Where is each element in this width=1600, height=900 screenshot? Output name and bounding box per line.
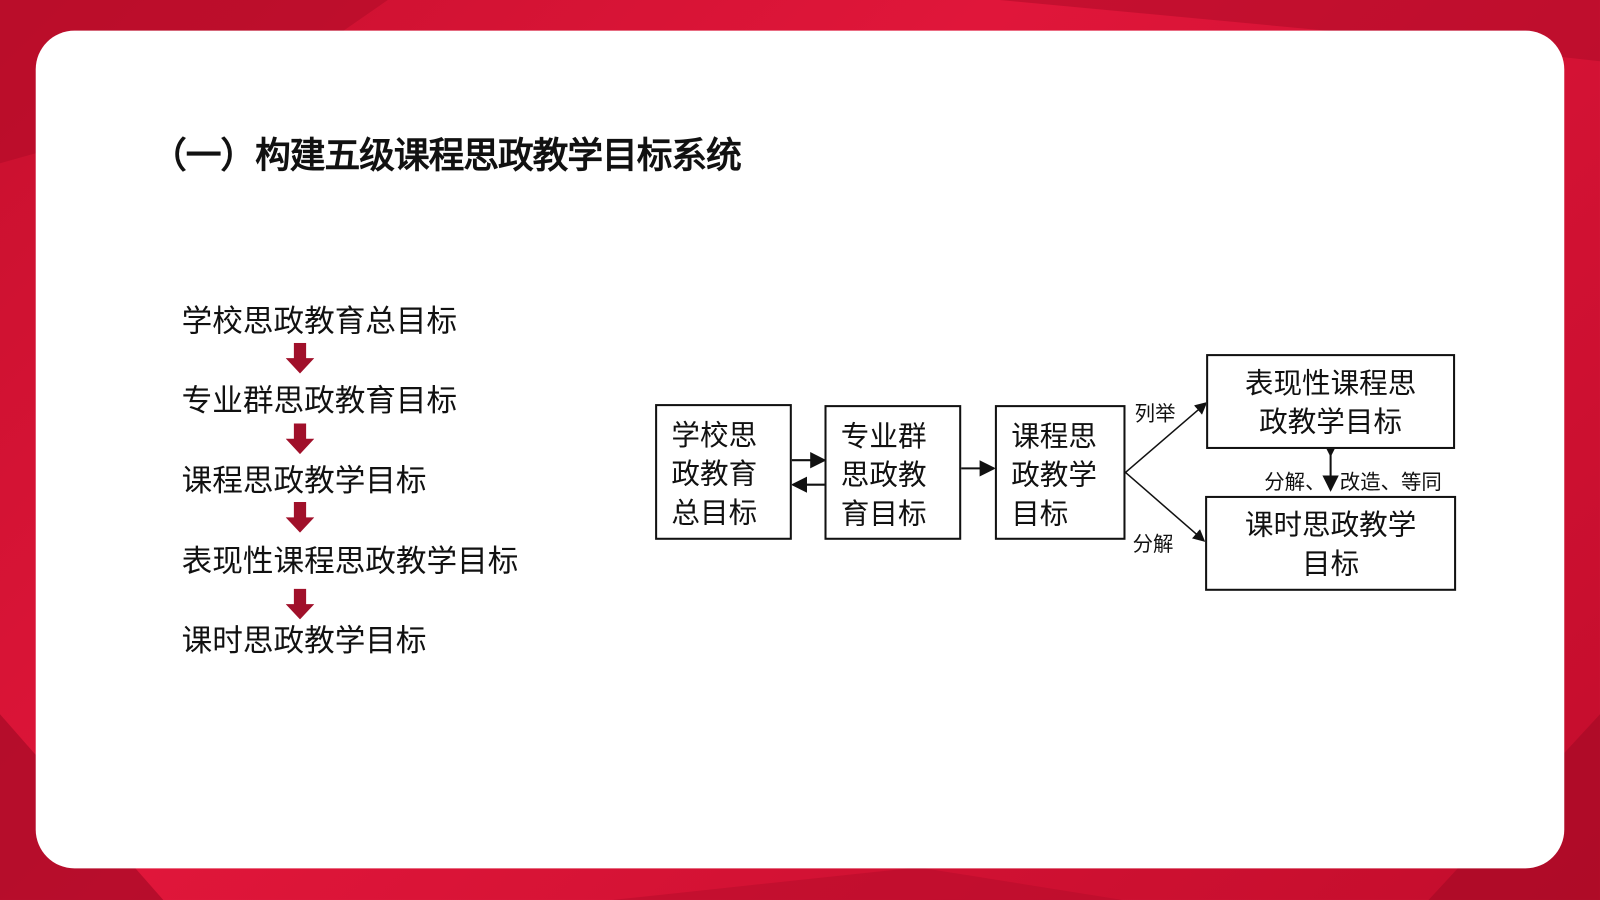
box-text: 政教学目标 xyxy=(1259,405,1403,439)
box-text: 表现性课程思 xyxy=(1244,366,1417,400)
box-text: 课时思政教学 xyxy=(1244,508,1417,542)
label-relation-right: 改造、等同 xyxy=(1339,469,1442,494)
level-2: 专业群思政教育目标 xyxy=(181,383,458,420)
box-text: 总目标 xyxy=(671,495,758,530)
down-arrow-icon xyxy=(285,423,315,455)
box-text: 课程思 xyxy=(1011,419,1097,454)
box-text: 政教学 xyxy=(1011,458,1097,492)
label-relation-left: 分解、 xyxy=(1264,469,1326,494)
box-lesson-goal: 课时思政教学目标 xyxy=(1205,495,1457,591)
box-school-goal: 学校思政教育总目标 xyxy=(655,404,792,540)
box-text: 政教育 xyxy=(671,457,758,491)
label-enumerate: 列举 xyxy=(1134,401,1176,426)
level-1: 学校思政教育总目标 xyxy=(181,304,458,340)
arrow-decompose xyxy=(1124,471,1206,542)
box-performance-goal: 表现性课程思政教学目标 xyxy=(1206,354,1456,449)
box-major-goal: 专业群思政教育目标 xyxy=(824,405,962,540)
box-text: 思政教 xyxy=(840,458,927,492)
down-arrow-icon xyxy=(285,502,315,533)
box-text: 目标 xyxy=(1302,546,1360,581)
arrow-enumerate xyxy=(1125,402,1208,474)
box-text: 专业群 xyxy=(840,419,927,454)
down-arrow-icon xyxy=(285,588,315,620)
label-decompose: 分解 xyxy=(1132,531,1174,557)
box-text: 学校思 xyxy=(671,418,758,453)
slide-title: （一）构建五级课程思政教学目标系统 xyxy=(151,135,742,177)
level-4: 表现性课程思政教学目标 xyxy=(181,543,519,580)
down-arrow-icon xyxy=(285,342,315,374)
content-card xyxy=(35,30,1565,869)
box-text: 育目标 xyxy=(840,496,927,531)
box-text: 目标 xyxy=(1011,496,1069,531)
box-course-goal: 课程思政教学目标 xyxy=(994,405,1126,540)
level-5: 课时思政教学目标 xyxy=(181,623,427,660)
level-3: 课程思政教学目标 xyxy=(181,463,427,499)
